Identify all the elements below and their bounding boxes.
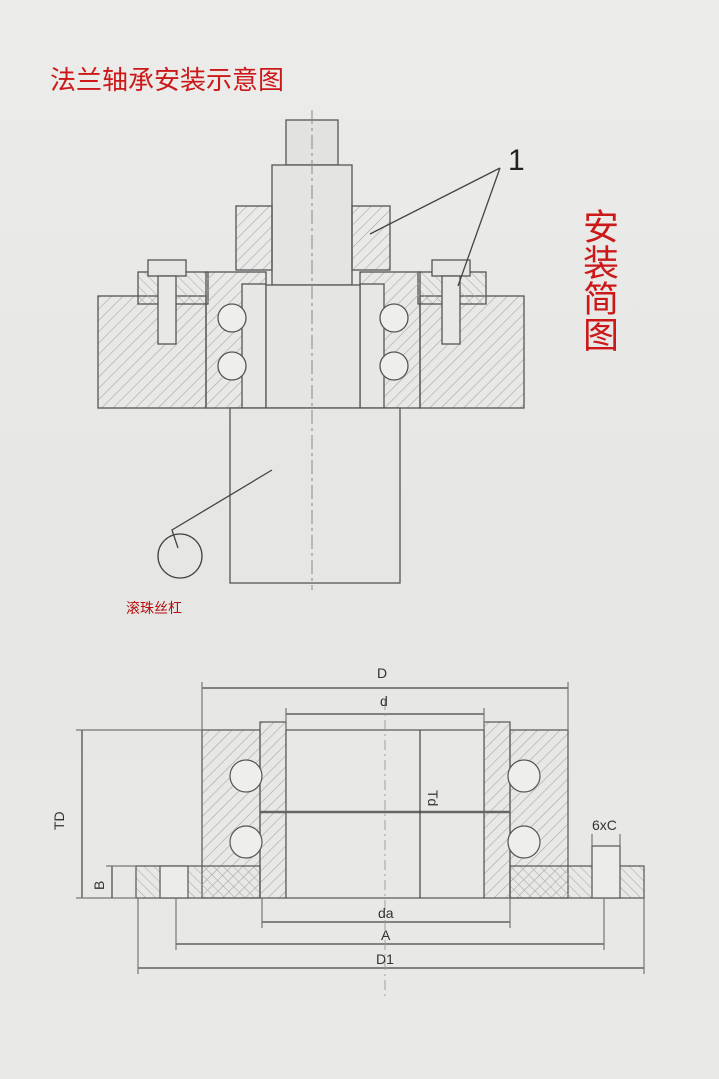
lock-nut-left (235, 205, 273, 271)
ball-3 (507, 759, 541, 793)
label-Td: Td (425, 790, 441, 806)
bolt-shank-left (157, 275, 177, 345)
bolt-shank-right (441, 275, 461, 345)
ball-2 (229, 825, 263, 859)
ball-1 (229, 759, 263, 793)
shaft-middle (265, 284, 361, 409)
ball-bottom-left (217, 351, 247, 381)
ball-top-right (379, 303, 409, 333)
flange-plate-left (135, 865, 261, 899)
bolt-hole-right (591, 845, 621, 899)
inner-ring-right (359, 283, 385, 409)
housing-left (97, 295, 207, 409)
label-A: A (381, 927, 391, 943)
ball-screw-body (229, 407, 401, 584)
label-6xC: 6xC (592, 817, 617, 833)
dimension-view (76, 682, 645, 1000)
assembly-view (97, 110, 525, 590)
label-d: d (380, 693, 388, 709)
screw-leader (171, 469, 273, 549)
label-da: da (378, 905, 394, 921)
ball-screw-label: 滚珠丝杠 (126, 601, 182, 617)
ball-4 (507, 825, 541, 859)
inner-ring-body-left (259, 721, 287, 899)
bolt-hole-left (159, 865, 189, 899)
inner-ring-left (241, 283, 267, 409)
callout-leader-2 (457, 167, 501, 287)
screw-leader-circle (157, 533, 203, 579)
lock-nut-right (351, 205, 391, 271)
label-B: B (91, 881, 107, 890)
ball-bottom-right (379, 351, 409, 381)
installation-caption: 安装简图 (577, 208, 618, 352)
bolt-head-left (147, 259, 187, 277)
label-TD: TD (51, 811, 67, 830)
flange-plate-right (509, 865, 645, 899)
label-D: D (377, 665, 387, 681)
diagram-title: 法兰轴承安装示意图 (50, 66, 285, 96)
callout-number: 1 (508, 144, 525, 177)
inner-ring-body-right (483, 721, 511, 899)
callout-leader-1 (369, 167, 501, 235)
ball-top-left (217, 303, 247, 333)
housing-right (419, 295, 525, 409)
label-D1: D1 (376, 951, 394, 967)
